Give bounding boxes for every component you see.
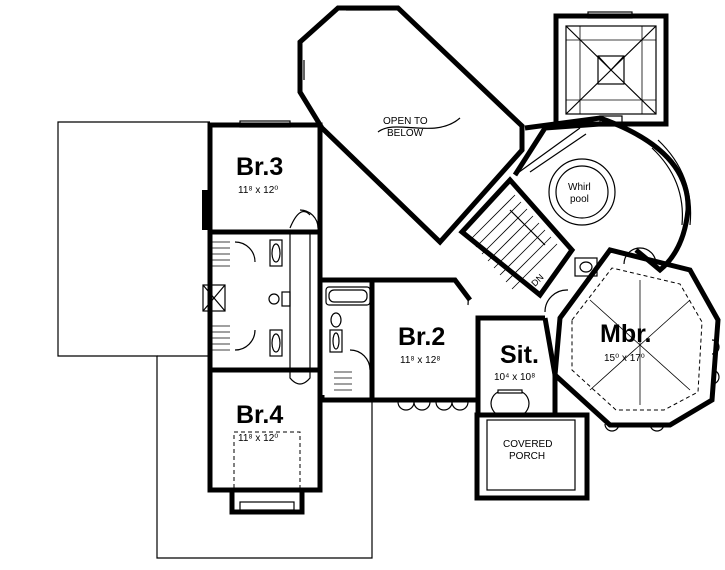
open-to-below-area: OPEN TO BELOW	[297, 5, 525, 246]
north-deck	[553, 11, 669, 127]
whirlpool-label-1: Whirl	[568, 182, 591, 193]
room-br3-dim: 11⁸ x 12⁰	[238, 185, 278, 196]
room-sit-dim: 10⁴ x 10⁸	[494, 372, 535, 383]
room-labels: Br.3 11⁸ x 12⁰ Br.4 11⁸ x 12⁰ Br.2 11⁸ x…	[236, 153, 651, 444]
open-to-below-line1: OPEN TO	[383, 116, 428, 127]
sitting-and-porch: COVERED PORCH	[474, 317, 590, 501]
porch-label-1: COVERED	[503, 439, 552, 450]
whirlpool-label-2: pool	[570, 194, 589, 205]
roof-outline	[57, 121, 373, 559]
room-br4-dim: 11⁸ x 12⁰	[238, 433, 278, 444]
closet-rods	[212, 241, 230, 351]
room-sit-name: Sit.	[500, 341, 539, 369]
room-mbr-dim: 15⁰ x 17⁰	[604, 353, 645, 364]
porch-label-2: PORCH	[509, 451, 545, 462]
room-br2-dim: 11⁸ x 12⁸	[400, 355, 441, 366]
room-br4-name: Br.4	[236, 401, 283, 429]
master-suite: Whirl pool	[512, 115, 721, 432]
open-to-below-line2: BELOW	[387, 128, 424, 139]
room-br3-name: Br.3	[236, 153, 283, 181]
room-mbr-name: Mbr.	[600, 320, 651, 348]
room-br2-name: Br.2	[398, 323, 445, 351]
stairs: DN	[458, 176, 576, 299]
